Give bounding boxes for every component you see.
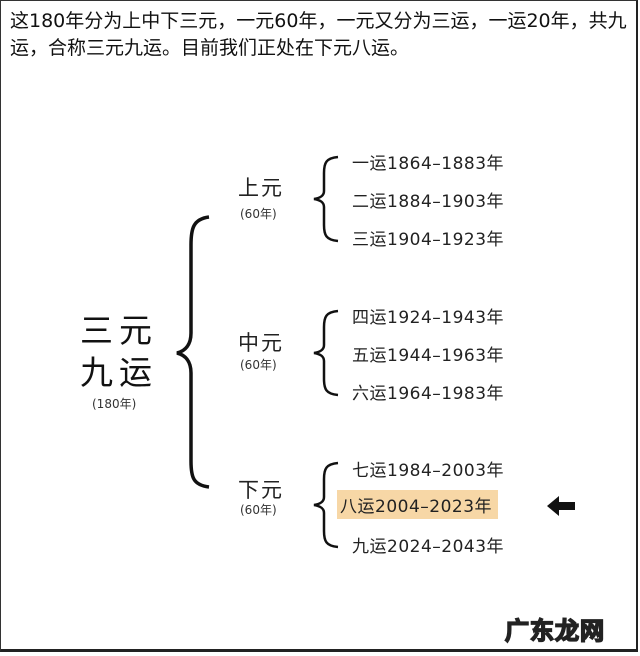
arrow-left-icon [547,496,575,516]
root-brace [176,215,210,489]
root-title-line2: 九运 [80,353,158,392]
intro-text: 这180年分为上中下三元，一元60年，一元又分为三运，一运20年，共九运，合称三… [10,10,627,59]
root-title-line1: 三元 [80,311,158,350]
root-title: 三元 九运 [80,310,158,394]
list-item-yun-1: 一运1864–1883年 [352,154,505,174]
group-brace-shangyuan [313,155,339,243]
list-item-yun-7: 七运1984–2003年 [352,461,505,481]
list-item-yun-9: 九运2024–2043年 [352,537,505,557]
list-item-yun-5: 五运1944–1963年 [352,346,505,366]
group-title-zhongyuan: 中元 [238,331,284,355]
group-subtitle-zhongyuan: (60年) [240,358,277,372]
list-item-yun-2: 二运1884–1903年 [352,192,505,212]
root-subtitle: (180年) [92,397,137,411]
list-item-yun-3: 三运1904–1923年 [352,230,505,250]
list-item-yun-6: 六运1964–1983年 [352,384,505,404]
group-brace-xiayuan [313,461,339,549]
group-title-xiayuan: 下元 [238,478,284,502]
group-brace-zhongyuan [313,309,339,397]
group-title-shangyuan: 上元 [238,176,284,200]
list-item-yun-8-current: 八运2004–2023年 [337,490,499,519]
watermark: 广东龙网 [504,616,605,646]
group-subtitle-xiayuan: (60年) [240,503,277,517]
list-item-yun-4: 四运1924–1943年 [352,308,505,328]
group-subtitle-shangyuan: (60年) [240,207,277,221]
